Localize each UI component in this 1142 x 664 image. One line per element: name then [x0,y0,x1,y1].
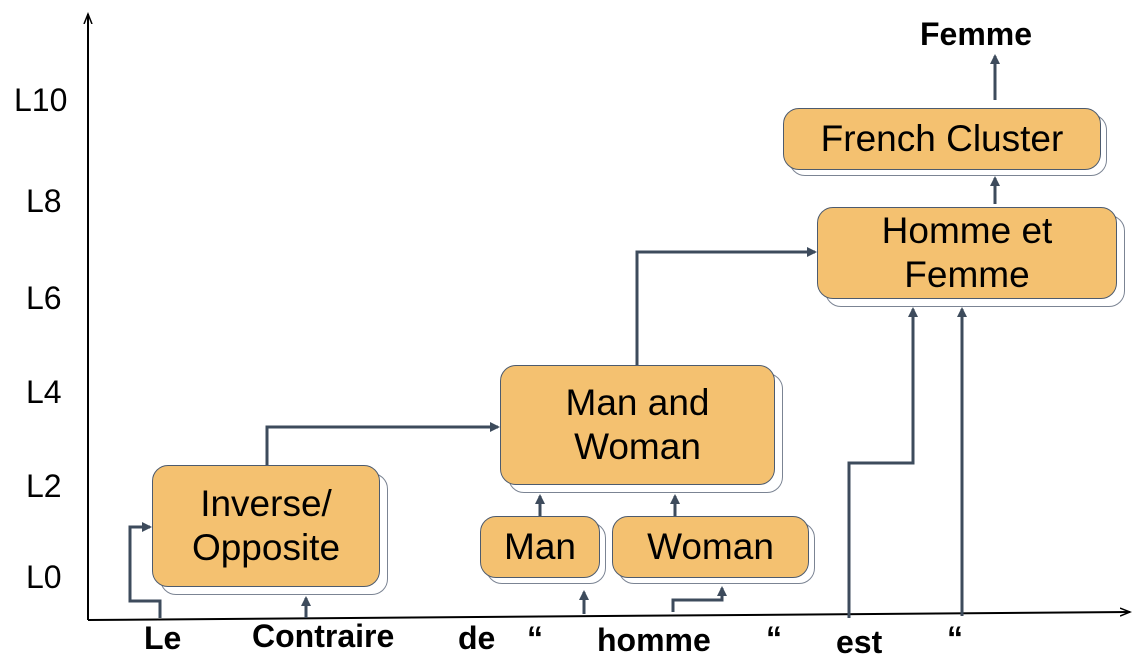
node-hommefemme-line2: Femme [904,254,1030,295]
x-axis [87,612,1130,621]
token-est: est [836,624,883,660]
layer-label-l0: L0 [26,559,62,595]
token-contraire: Contraire [252,618,395,654]
token-le: Le [144,620,182,656]
edge-est-to-hommefemme [847,307,918,618]
output-femme: Femme [920,16,1033,52]
node-french-label: French Cluster [820,117,1064,159]
layer-label-l4: L4 [26,374,62,410]
node-inverse-line1: Inverse/ [200,482,332,524]
node-woman-label: Woman [647,525,774,567]
node-man: Man [480,516,606,584]
node-man-face: Man [480,516,600,578]
edge-inverse-to-manwoman [265,422,500,465]
node-hommefemme-line1: Homme et [881,209,1053,251]
node-woman: Woman [612,516,815,584]
layer-label-l6: L6 [26,280,62,316]
token-quote-1: “ [527,620,543,656]
node-french-cluster: French Cluster [783,108,1107,176]
token-quote-2: “ [766,620,782,656]
layer-label-l2: L2 [26,468,62,504]
token-de: de [458,620,496,656]
node-inverse-face: Inverse/Opposite [152,465,380,587]
edge-manwoman-to-hommefemme [635,247,817,365]
node-woman-face: Woman [612,516,809,578]
edge-quote-to-woman [671,586,727,612]
layer-label-l8: L8 [26,183,62,219]
node-man-label: Man [504,525,576,567]
token-quote-3: “ [947,620,963,656]
node-manwoman-line1: Man and [565,381,710,423]
node-inverse-line2: Opposite [191,527,341,568]
edge-le-to-inverse [128,522,162,618]
node-inverse-text: Inverse/Opposite [192,482,340,571]
node-inverse-opposite: Inverse/Opposite [152,465,388,595]
token-homme: homme [597,622,711,658]
node-manwoman-line2: Woman [574,426,701,467]
layer-label-l10: L10 [14,82,68,118]
node-french-face: French Cluster [783,108,1101,170]
